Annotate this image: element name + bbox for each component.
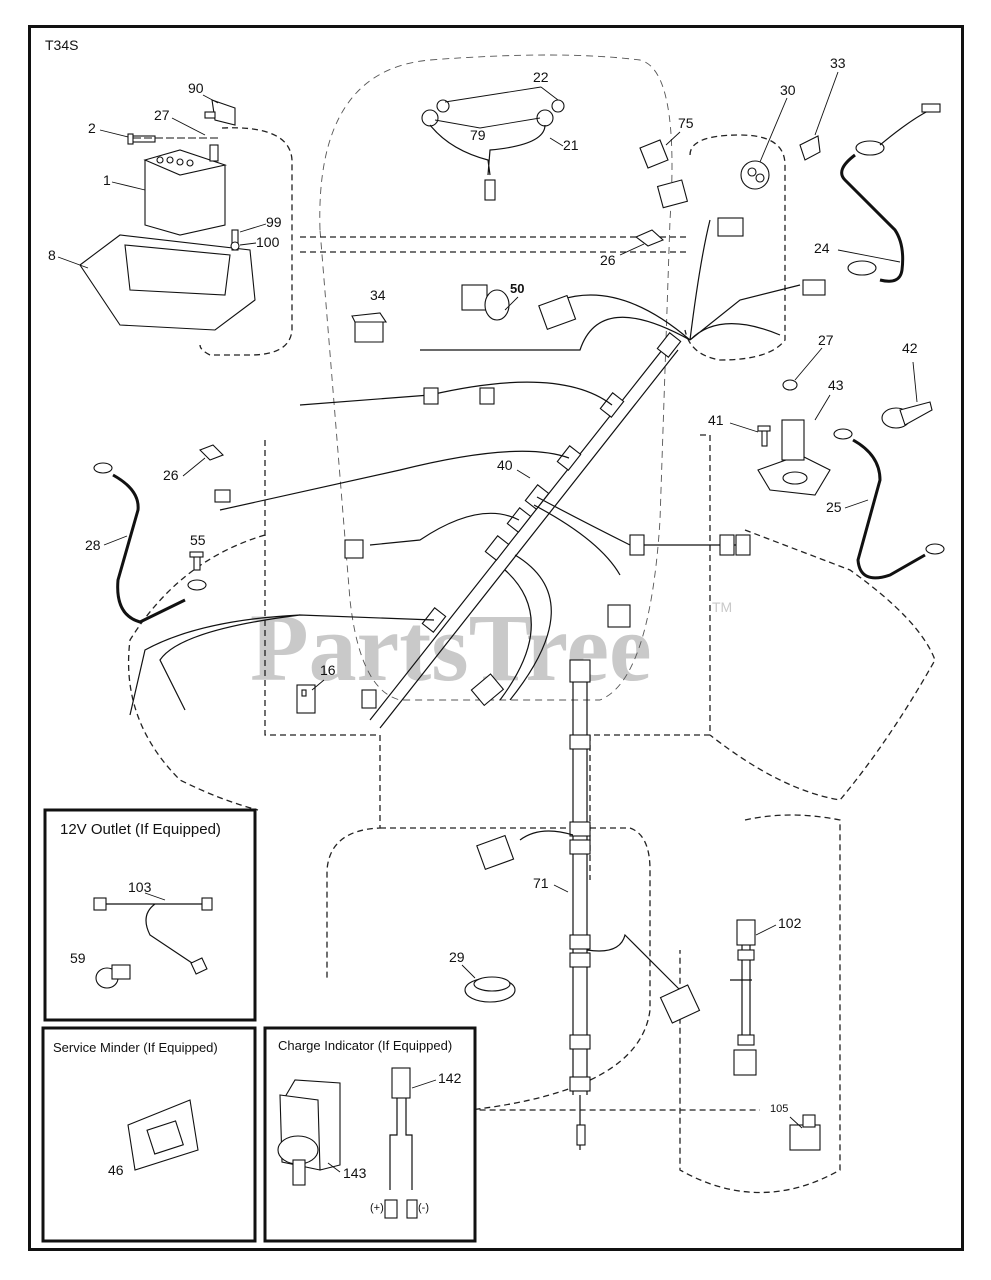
callout-55: 55 bbox=[190, 532, 206, 548]
fender-right-outline bbox=[709, 529, 936, 801]
solenoid[interactable] bbox=[757, 419, 831, 496]
service-minder-46[interactable] bbox=[127, 1099, 199, 1171]
callout-26-left: 26 bbox=[163, 467, 179, 483]
callout-75: 75 bbox=[678, 115, 694, 131]
inset-12v-outlet-title: 12V Outlet (If Equipped) bbox=[60, 821, 221, 838]
callout-42: 42 bbox=[902, 340, 918, 356]
callout-59: 59 bbox=[70, 950, 86, 966]
callout-27-battery: 27 bbox=[154, 107, 170, 123]
nut-27[interactable] bbox=[782, 379, 798, 391]
body-outline bbox=[264, 440, 381, 980]
callout-29: 29 bbox=[449, 949, 465, 965]
callout-2: 2 bbox=[88, 120, 96, 136]
inset-12v-outlet bbox=[43, 808, 257, 1022]
ignition-region-outline bbox=[684, 134, 786, 361]
callout-22: 22 bbox=[533, 69, 549, 85]
diagram-frame bbox=[28, 25, 964, 1251]
connector-16[interactable] bbox=[296, 684, 316, 714]
terminal-plus-label: (+) bbox=[370, 1202, 384, 1214]
callout-143: 143 bbox=[343, 1165, 367, 1181]
callout-99: 99 bbox=[266, 214, 282, 230]
callout-40: 40 bbox=[497, 457, 513, 473]
battery-tray[interactable] bbox=[79, 234, 256, 331]
callout-26-top: 26 bbox=[600, 252, 616, 268]
switch-75[interactable] bbox=[639, 139, 669, 169]
terminal-boot-42[interactable] bbox=[881, 401, 933, 429]
screw-41[interactable] bbox=[757, 425, 771, 447]
callout-105: 105 bbox=[770, 1103, 788, 1115]
model-code: T34S bbox=[45, 37, 78, 53]
callout-102: 102 bbox=[778, 915, 802, 931]
12v-outlet-59[interactable] bbox=[95, 964, 131, 989]
dash-panel-outline bbox=[300, 236, 690, 253]
outlet-harness-103[interactable] bbox=[93, 897, 213, 975]
callout-1: 1 bbox=[103, 172, 111, 188]
callout-46: 46 bbox=[108, 1162, 124, 1178]
main-harness-40[interactable] bbox=[129, 179, 826, 729]
headlight-harness[interactable] bbox=[421, 99, 565, 201]
callout-33: 33 bbox=[830, 55, 846, 71]
battery[interactable] bbox=[143, 144, 228, 236]
terminal-cover-90[interactable] bbox=[204, 99, 236, 126]
callout-71: 71 bbox=[533, 875, 549, 891]
watermark-tm: TM bbox=[712, 599, 732, 615]
fuse-26-left[interactable] bbox=[199, 444, 224, 461]
bolt-99[interactable] bbox=[230, 229, 240, 251]
callout-30: 30 bbox=[780, 82, 796, 98]
callout-16: 16 bbox=[320, 662, 336, 678]
callout-41: 41 bbox=[708, 412, 724, 428]
callout-50: 50 bbox=[510, 281, 524, 296]
switch-plunger-29[interactable] bbox=[464, 976, 516, 1003]
seat-switch-105[interactable] bbox=[789, 1114, 821, 1151]
callout-21: 21 bbox=[563, 137, 579, 153]
terminal-minus-label: (-) bbox=[418, 1202, 429, 1214]
callout-79: 79 bbox=[470, 127, 486, 143]
callout-27-solenoid: 27 bbox=[818, 332, 834, 348]
key[interactable] bbox=[799, 135, 821, 161]
callout-142: 142 bbox=[438, 1070, 462, 1086]
callout-24: 24 bbox=[814, 240, 830, 256]
battery-region-outline bbox=[199, 127, 293, 356]
charge-harness-142[interactable] bbox=[384, 1067, 418, 1219]
callout-34: 34 bbox=[370, 287, 386, 303]
rear-harness-71[interactable] bbox=[476, 659, 701, 1150]
ground-cable-28[interactable] bbox=[93, 462, 207, 624]
light-switch-50[interactable] bbox=[461, 284, 510, 321]
callout-100: 100 bbox=[256, 234, 280, 250]
inset-charge-indicator-title: Charge Indicator (If Equipped) bbox=[278, 1038, 452, 1053]
ignition-switch[interactable] bbox=[740, 160, 770, 190]
watermark: PartsTree bbox=[250, 594, 652, 701]
callout-8: 8 bbox=[48, 247, 56, 263]
ground-screw-55[interactable] bbox=[189, 551, 204, 571]
callout-28: 28 bbox=[85, 537, 101, 553]
callout-103: 103 bbox=[128, 879, 152, 895]
charge-indicator-143[interactable] bbox=[277, 1079, 341, 1186]
bolt-2[interactable] bbox=[127, 133, 156, 145]
fuse-26-top[interactable] bbox=[634, 229, 665, 247]
solenoid-cable-25[interactable] bbox=[833, 428, 945, 580]
callout-25: 25 bbox=[826, 499, 842, 515]
callout-90: 90 bbox=[188, 80, 204, 96]
battery-cable-24[interactable] bbox=[840, 103, 941, 283]
fender-left-outline bbox=[127, 534, 266, 811]
rocker-switch-34[interactable] bbox=[351, 312, 388, 343]
rear-body-outline bbox=[380, 434, 760, 1111]
callout-43: 43 bbox=[828, 377, 844, 393]
inset-service-minder-title: Service Minder (If Equipped) bbox=[53, 1040, 218, 1055]
harness-adapter-102[interactable] bbox=[730, 919, 757, 1076]
